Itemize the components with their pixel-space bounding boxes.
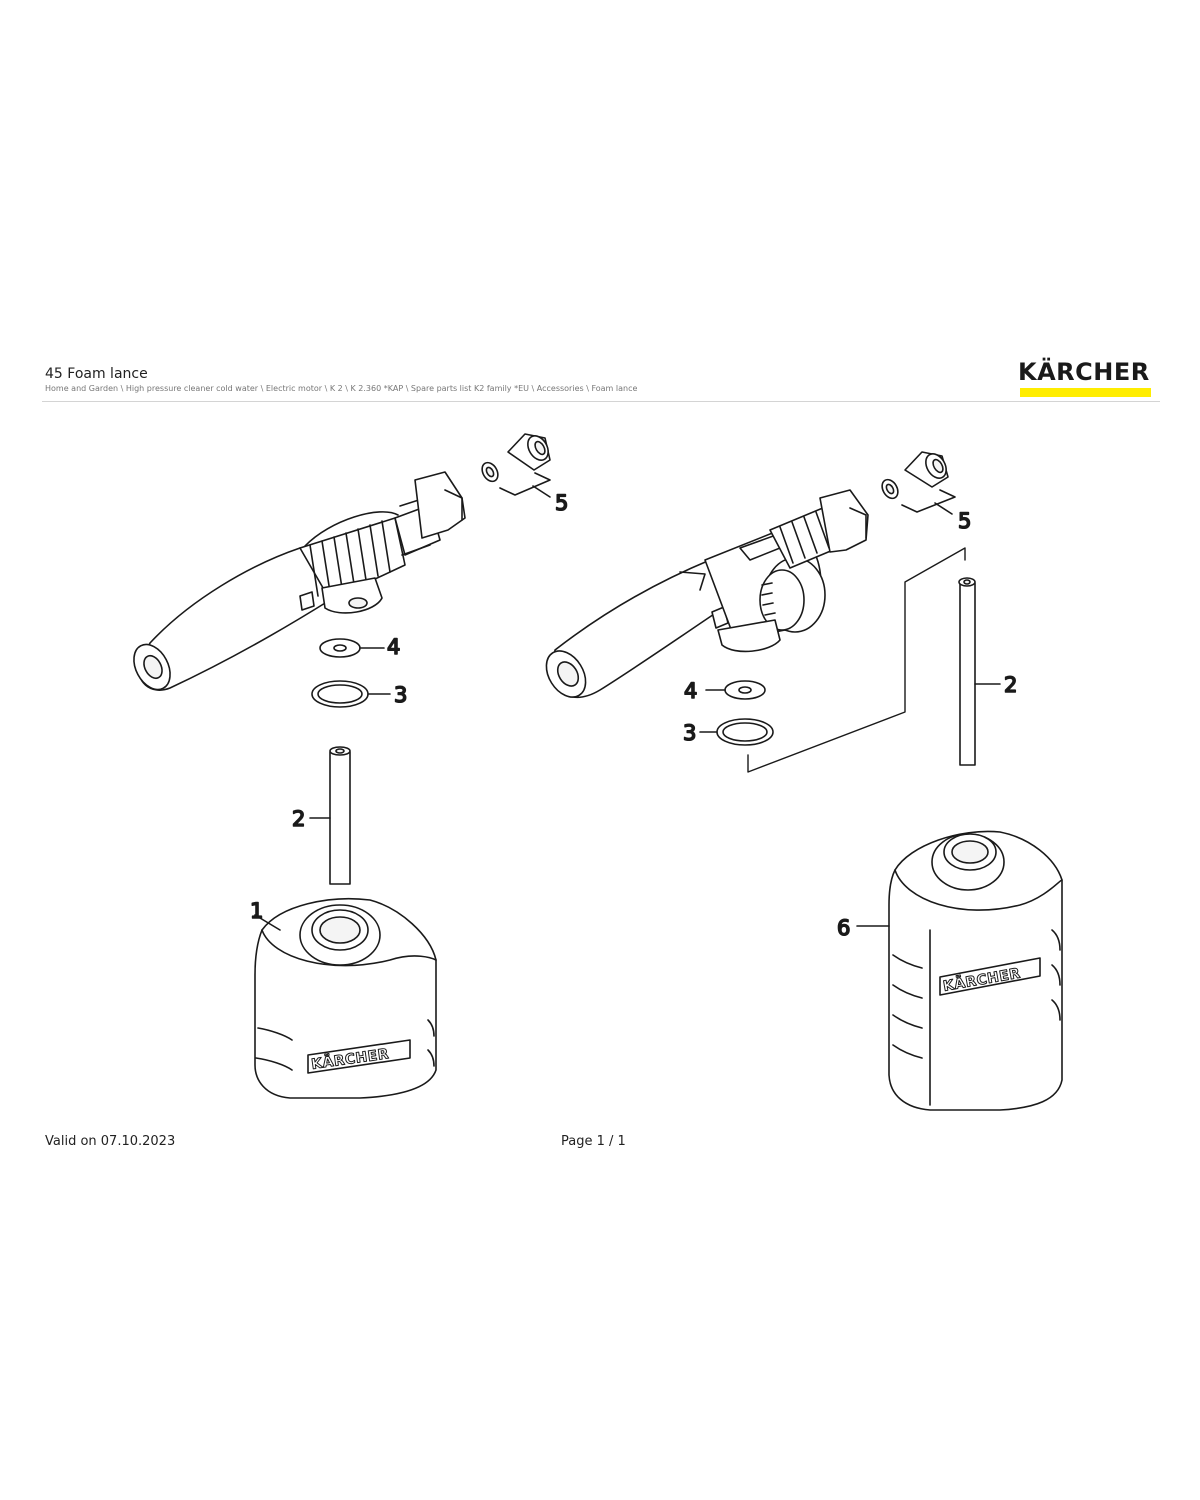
left-detergent-bottle: KÄRCHER	[254, 897, 437, 1099]
left-callout-3: 3	[394, 683, 407, 707]
header-divider	[42, 401, 1160, 402]
left-foam-lance-body	[133, 471, 466, 691]
validity-date: Valid on 07.10.2023	[45, 1134, 176, 1149]
right-relocation-line	[747, 547, 966, 773]
left-washer	[319, 638, 385, 658]
right-adapter-set	[881, 451, 949, 500]
right-callout-3: 3	[683, 721, 696, 745]
brand-logo-accent-bar	[1020, 388, 1151, 397]
brand-logo: KÄRCHER	[1018, 358, 1150, 386]
right-callout-2: 2	[1004, 673, 1017, 697]
page-title: 45 Foam lance	[45, 366, 148, 382]
right-suction-tube	[958, 577, 1001, 766]
left-callout-5: 5	[555, 491, 568, 515]
breadcrumb: Home and Garden \ High pressure cleaner …	[45, 384, 638, 393]
right-washer	[705, 680, 766, 700]
right-callout-6: 6	[837, 916, 850, 940]
left-suction-tube	[309, 746, 351, 885]
right-foam-lance-body	[545, 489, 869, 699]
right-adapter-bracket	[901, 489, 956, 515]
right-detergent-bottle: KÄRCHER	[856, 830, 1063, 1111]
page-number: Page 1 / 1	[561, 1134, 626, 1149]
right-callout-4: 4	[684, 679, 697, 703]
left-callout-4: 4	[387, 635, 400, 659]
left-o-ring	[311, 680, 391, 708]
right-callout-5: 5	[958, 509, 971, 533]
right-o-ring	[699, 718, 774, 746]
left-callout-1: 1	[250, 899, 263, 923]
left-adapter-bracket	[499, 472, 551, 498]
left-adapter-set	[481, 433, 551, 483]
left-callout-2: 2	[292, 807, 305, 831]
